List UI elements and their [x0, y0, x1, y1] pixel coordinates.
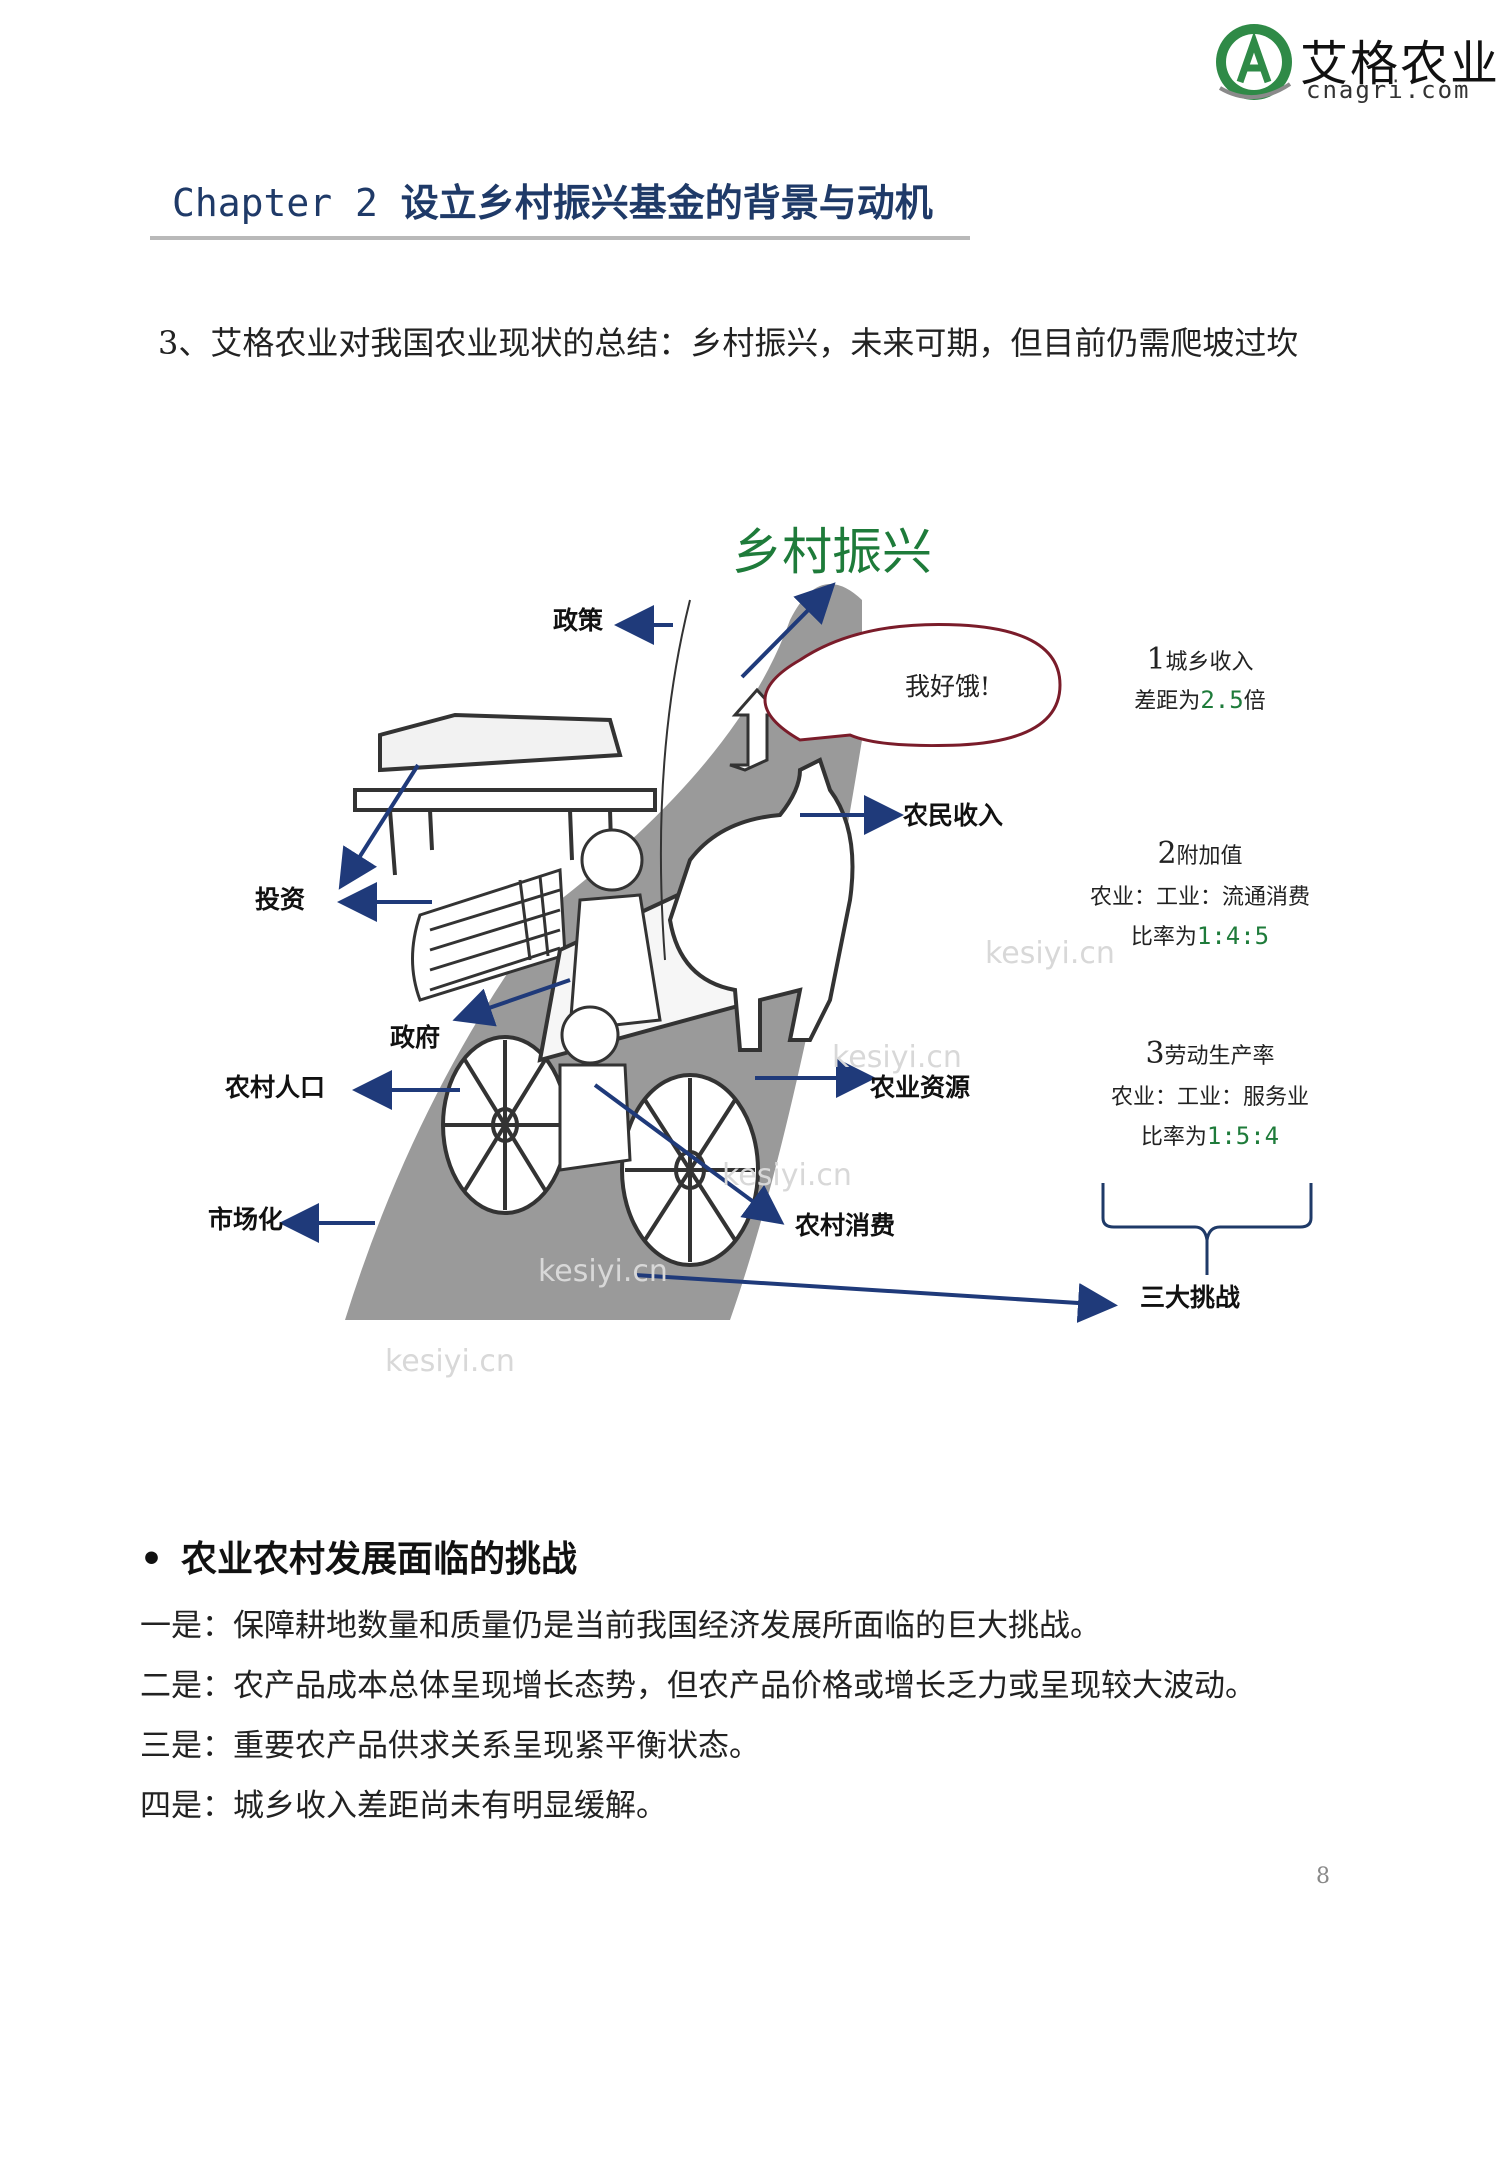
stat-added-value-number: 2	[1157, 836, 1177, 871]
label-investment: 投资	[255, 885, 306, 914]
arrow-government	[452, 978, 571, 1027]
diagram-illustration	[279, 582, 1313, 1323]
stat-labor-productivity-ratio: 1:5:4	[1206, 1122, 1280, 1150]
logo-url: cnagri.com	[1306, 76, 1471, 104]
bullet-dot-icon: •	[140, 1539, 164, 1580]
challenges-heading-text: 农业农村发展面临的挑战	[181, 1539, 578, 1580]
label-government: 政府	[390, 1023, 441, 1052]
chapter-prefix: Chapter 2	[172, 181, 378, 225]
chapter-heading: Chapter 2 设立乡村振兴基金的背景与动机	[172, 172, 933, 227]
challenge-item: 四是：城乡收入差距尚未有明显缓解。	[140, 1788, 667, 1824]
chapter-title: 设立乡村振兴基金的背景与动机	[400, 181, 933, 225]
stat-income-gap-text: 差距为	[1134, 689, 1201, 714]
watermark-2: kesiyi.cn	[832, 1040, 962, 1075]
label-rural-population: 农村人口	[225, 1073, 326, 1102]
diagram-title: 乡村振兴	[732, 523, 932, 581]
challenge-item: 三是：重要农产品供求关系呈现紧平衡状态。	[140, 1728, 760, 1764]
stat-added-value-ratio: 1:4:5	[1196, 922, 1270, 950]
page-number: 8	[1316, 1864, 1330, 1889]
horse-illustration	[667, 757, 855, 1052]
chapter-rule	[150, 236, 970, 240]
speech-bubble-text: 我好饿!	[905, 672, 991, 701]
label-three-challenges: 三大挑战	[1140, 1283, 1241, 1312]
stick-bundle-illustration	[411, 867, 567, 1002]
label-agri-resources: 农业资源	[870, 1073, 971, 1102]
stat-labor-productivity: 3劳动生产率 农业：工业：服务业 比率为1:5:4	[1100, 1036, 1320, 1151]
challenges-heading: • 农业农村发展面临的挑战	[140, 1530, 577, 1582]
label-policy: 政策	[553, 606, 604, 635]
stat-added-value: 2附加值 农业：工业：流通消费 比率为1:4:5	[1080, 836, 1320, 951]
section-subheading: 3、艾格农业对我国农业现状的总结：乡村振兴，未来可期，但目前仍需爬坡过坎	[158, 324, 1299, 362]
watermark-3: kesiyi.cn	[722, 1158, 852, 1193]
label-marketization: 市场化	[208, 1205, 284, 1234]
stat-added-value-line2: 比率为	[1130, 925, 1197, 950]
brace-shape	[1101, 1183, 1313, 1275]
stat-income-gap: 1城乡收入 差距为2.5倍	[1100, 642, 1300, 715]
challenge-item: 二是：农产品成本总体呈现增长态势，但农产品价格或增长乏力或呈现较大波动。	[140, 1668, 1256, 1704]
logo-text: 艾格农业	[1300, 36, 1500, 92]
watermark-1: kesiyi.cn	[985, 936, 1115, 971]
arrow-rural-revitalization	[740, 582, 836, 679]
stat-income-gap-label: 城乡收入	[1165, 650, 1254, 675]
stat-labor-productivity-label: 劳动生产率	[1164, 1044, 1275, 1069]
watermark-5: kesiyi.cn	[385, 1344, 515, 1379]
stat-labor-productivity-number: 3	[1145, 1036, 1165, 1071]
label-farmer-income: 农民收入	[903, 801, 1004, 830]
speech-bubble	[763, 622, 1062, 748]
stat-income-gap-number: 1	[1146, 642, 1166, 677]
stat-income-gap-unit: 倍	[1243, 689, 1266, 714]
people-illustration	[558, 828, 662, 1172]
stat-added-value-label: 附加值	[1176, 844, 1243, 869]
arrow-three-challenges	[634, 1273, 1118, 1323]
arrow-rural-consumption	[593, 1083, 785, 1225]
stat-labor-productivity-line2: 比率为	[1140, 1125, 1207, 1150]
stat-labor-productivity-line1: 农业：工业：服务业	[1110, 1085, 1309, 1110]
logo-emblem-icon	[1216, 24, 1292, 100]
label-rural-consumption: 农村消费	[795, 1211, 896, 1240]
watermark-4: kesiyi.cn	[538, 1254, 668, 1289]
stat-added-value-line1: 农业：工业：流通消费	[1089, 885, 1310, 910]
table-illustration	[353, 712, 657, 876]
arrow-investment-table	[338, 763, 420, 890]
stat-income-gap-value: 2.5	[1200, 686, 1244, 714]
challenge-item: 一是：保障耕地数量和质量仍是当前我国经济发展所面临的巨大挑战。	[140, 1608, 1101, 1644]
